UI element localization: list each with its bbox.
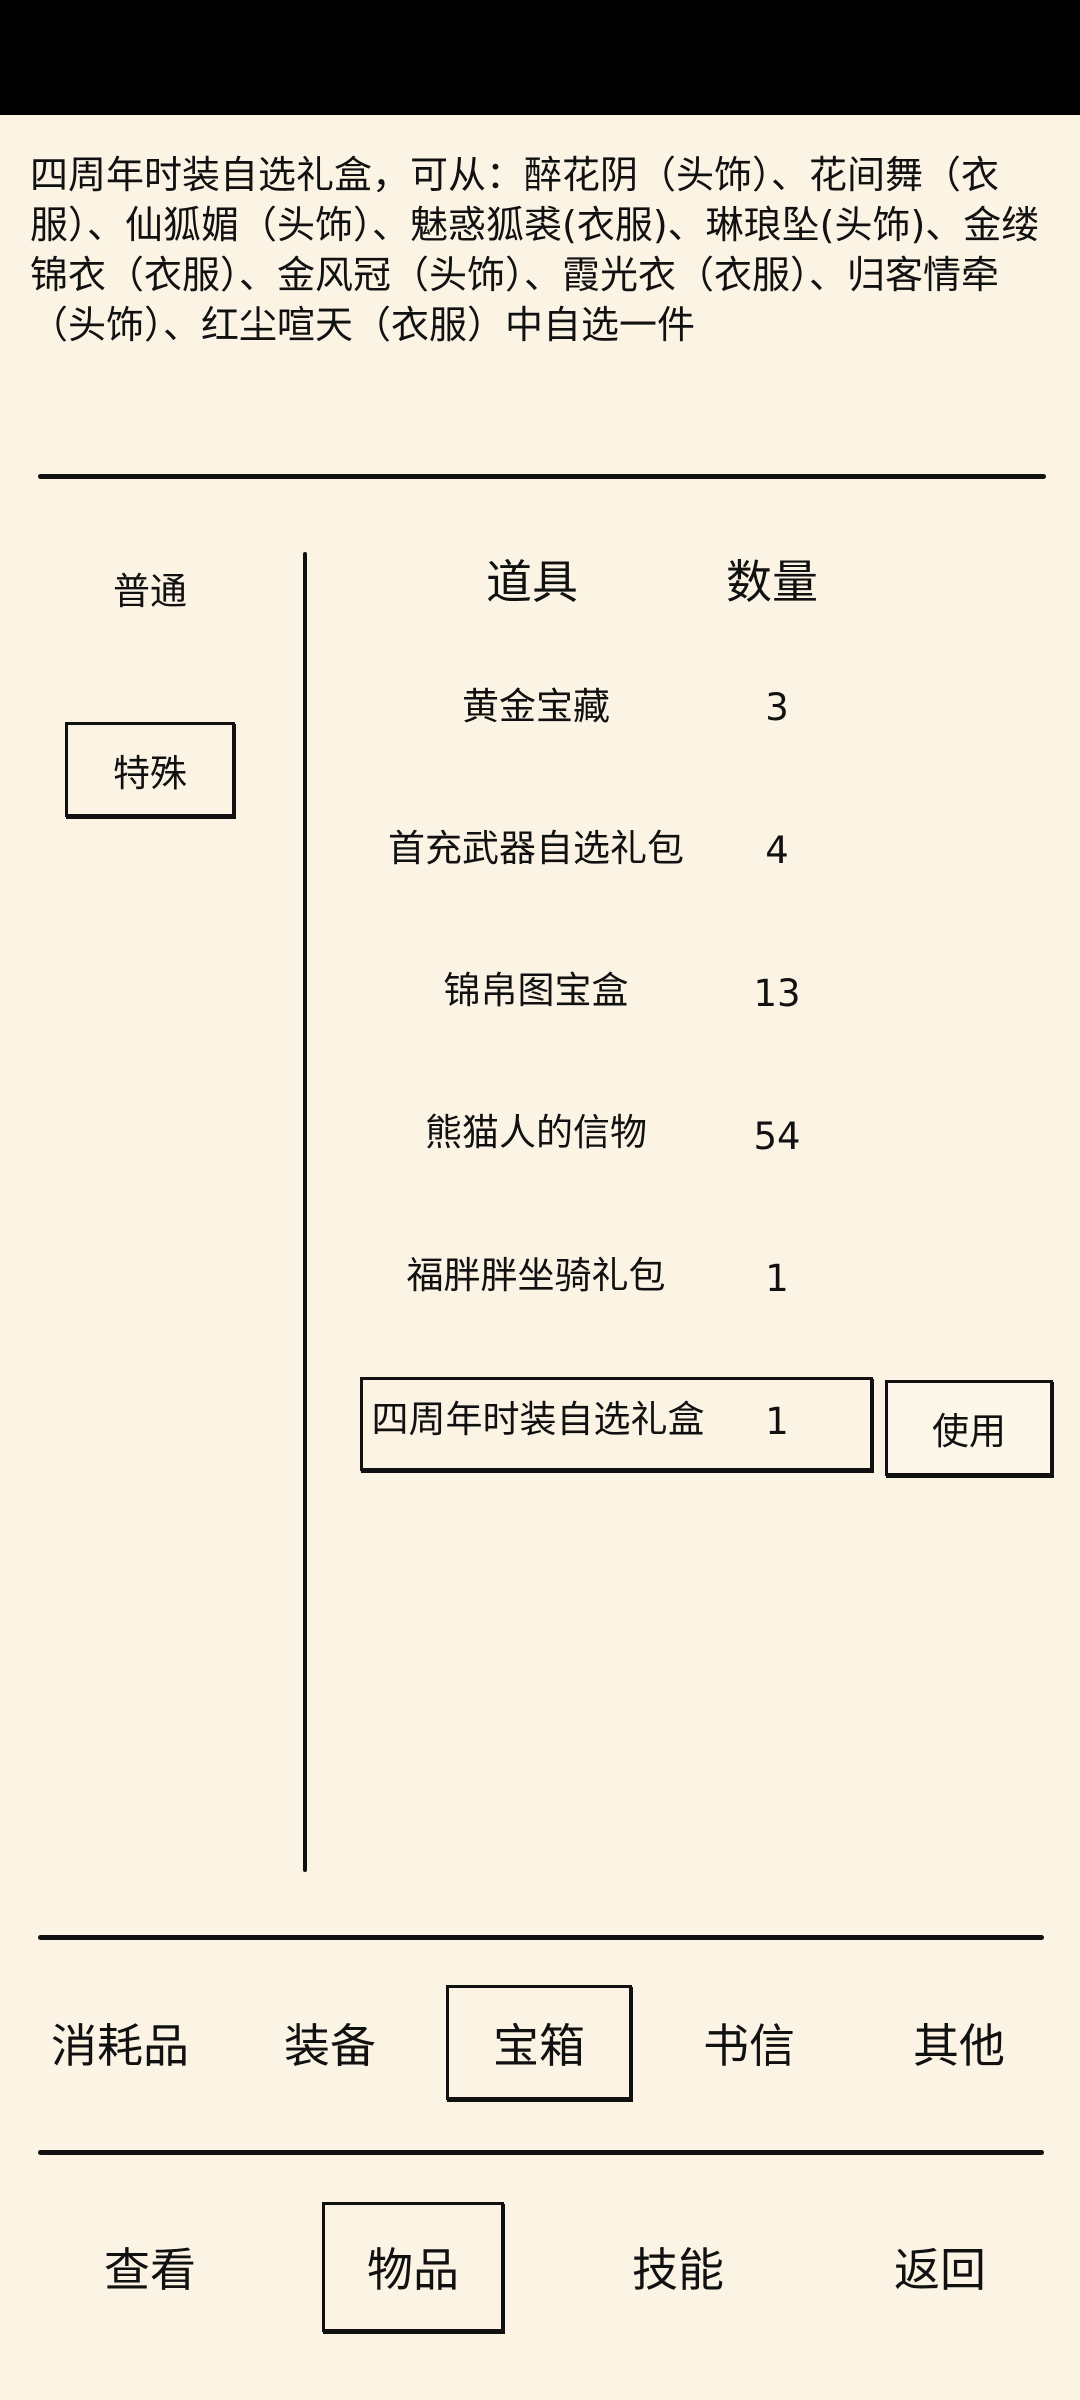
nav-skills[interactable]: 技能 xyxy=(632,2243,724,2297)
status-bar xyxy=(0,0,1080,115)
item-name[interactable]: 熊猫人的信物 xyxy=(425,1111,647,1154)
item-quantity: 3 xyxy=(765,686,789,729)
tab-chests[interactable]: 宝箱 xyxy=(446,1985,632,2100)
item-quantity: 4 xyxy=(765,829,789,872)
nav-view[interactable]: 查看 xyxy=(104,2243,196,2297)
item-name-selected[interactable]: 四周年时装自选礼盒 xyxy=(371,1398,705,1441)
item-name[interactable]: 锦帛图宝盒 xyxy=(443,969,629,1012)
use-button[interactable]: 使用 xyxy=(885,1380,1053,1476)
item-quantity-selected: 1 xyxy=(765,1400,789,1443)
item-name[interactable]: 首充武器自选礼包 xyxy=(388,827,684,870)
item-quantity: 1 xyxy=(765,1257,789,1300)
divider-vertical xyxy=(303,552,307,1872)
divider-categories xyxy=(38,1935,1044,1940)
item-name[interactable]: 黄金宝藏 xyxy=(462,685,610,728)
item-name[interactable]: 福胖胖坐骑礼包 xyxy=(406,1254,666,1297)
tab-letters[interactable]: 书信 xyxy=(703,2018,795,2073)
tab-equipment[interactable]: 装备 xyxy=(284,2018,376,2073)
subtab-normal[interactable]: 普通 xyxy=(113,569,187,613)
divider-top xyxy=(38,474,1046,479)
item-description: 四周年时装自选礼盒，可从：醉花阴（头饰）、花间舞（衣服）、仙狐媚（头饰）、魅惑狐… xyxy=(30,153,1040,347)
item-quantity: 13 xyxy=(753,972,801,1015)
header-item: 道具 xyxy=(486,555,578,609)
subtab-special[interactable]: 特殊 xyxy=(65,722,235,817)
header-quantity: 数量 xyxy=(726,555,818,609)
selected-item-row[interactable] xyxy=(360,1377,873,1471)
divider-nav xyxy=(38,2150,1044,2155)
item-quantity: 54 xyxy=(753,1115,801,1158)
tab-others[interactable]: 其他 xyxy=(913,2018,1005,2073)
nav-items[interactable]: 物品 xyxy=(322,2202,504,2332)
tab-consumables[interactable]: 消耗品 xyxy=(51,2018,189,2073)
nav-back[interactable]: 返回 xyxy=(894,2243,986,2297)
